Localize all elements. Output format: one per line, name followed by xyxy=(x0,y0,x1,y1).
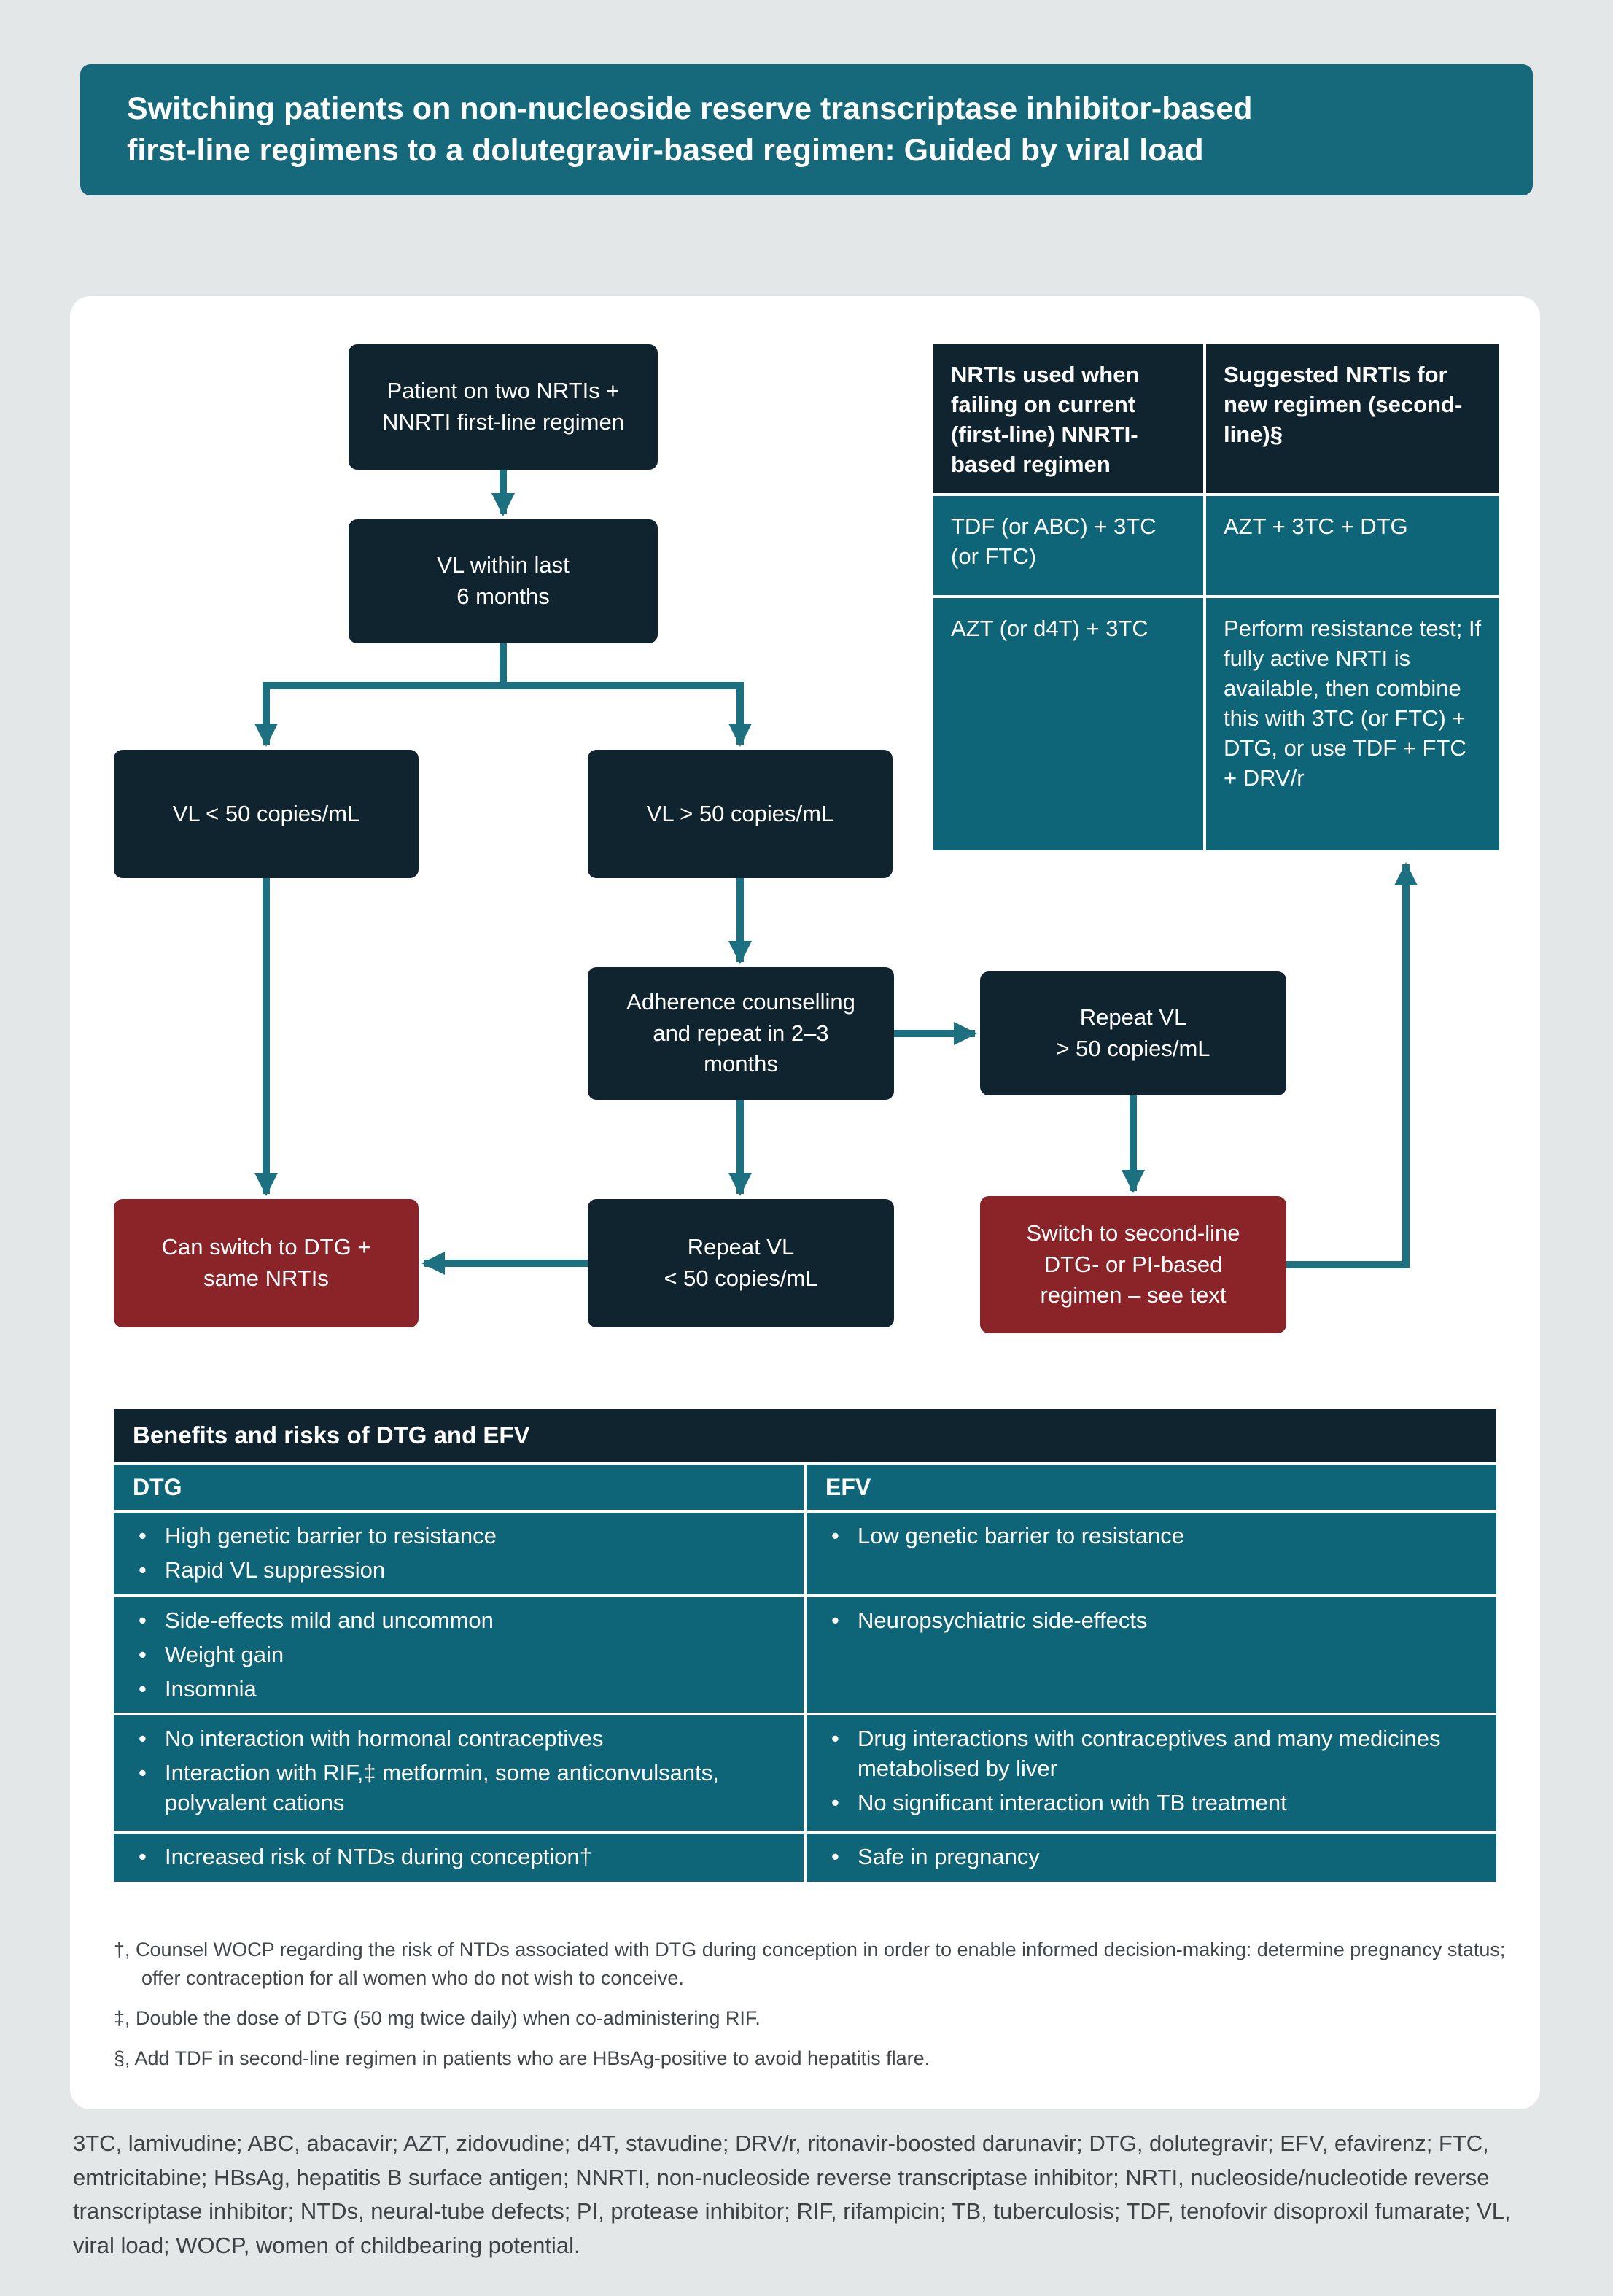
benefits-risks-table: Benefits and risks of DTG and EFV DTG EF… xyxy=(114,1409,1496,1882)
benefits-cell-efv-row2: Neuropsychiatric side-effects xyxy=(806,1597,1496,1713)
nrti-table-header-suggested: Suggested NRTIs for new regimen (second-… xyxy=(1206,344,1499,493)
nrti-table-cell: AZT + 3TC + DTG xyxy=(1206,496,1499,595)
flow-node-repeat-vl-over-50: Repeat VL > 50 copies/mL xyxy=(980,971,1286,1095)
content-card: Patient on two NRTIs + NNRTI first-line … xyxy=(70,296,1540,2109)
benefits-cell-dtg-row1: High genetic barrier to resistance Rapid… xyxy=(114,1513,804,1594)
bullet-item: Increased risk of NTDs during conception… xyxy=(133,1842,786,1872)
benefits-cell-efv-row3: Drug interactions with contraceptives an… xyxy=(806,1715,1496,1831)
nrti-table-cell: AZT (or d4T) + 3TC xyxy=(933,598,1203,850)
flow-node-adherence-counselling: Adherence counselling and repeat in 2–3 … xyxy=(588,967,894,1100)
benefits-cell-dtg-row2: Side-effects mild and uncommon Weight ga… xyxy=(114,1597,804,1713)
bullet-item: Low genetic barrier to resistance xyxy=(825,1521,1479,1551)
benefits-cell-dtg-row3: No interaction with hormonal contracepti… xyxy=(114,1715,804,1831)
bullet-item: No interaction with hormonal contracepti… xyxy=(133,1724,786,1754)
page-title: Switching patients on non-nucleoside res… xyxy=(127,91,1253,168)
bullet-item: Weight gain xyxy=(133,1640,786,1670)
footnotes: †, Counsel WOCP regarding the risk of NT… xyxy=(114,1936,1507,2085)
bullet-item: Safe in pregnancy xyxy=(825,1842,1479,1872)
flow-node-vl-under-50: VL < 50 copies/mL xyxy=(114,750,419,878)
footnote-dagger: †, Counsel WOCP regarding the risk of NT… xyxy=(114,1939,1506,1990)
benefits-column-header-dtg: DTG xyxy=(114,1465,804,1510)
flow-node-vl-over-50: VL > 50 copies/mL xyxy=(588,750,893,878)
flow-node-patient: Patient on two NRTIs + NNRTI first-line … xyxy=(349,344,658,470)
bullet-item: Rapid VL suppression xyxy=(133,1556,786,1586)
flow-node-vl-within-6-months: VL within last 6 months xyxy=(349,519,658,643)
bullet-item: Neuropsychiatric side-effects xyxy=(825,1606,1479,1636)
nrti-table-cell: Perform resistance test; If fully active… xyxy=(1206,598,1499,850)
title-banner: Switching patients on non-nucleoside res… xyxy=(80,64,1533,195)
flow-node-switch-second-line: Switch to second-line DTG- or PI-based r… xyxy=(980,1196,1286,1333)
nrti-table-cell: TDF (or ABC) + 3TC (or FTC) xyxy=(933,496,1203,595)
bullet-item: No significant interaction with TB treat… xyxy=(825,1788,1479,1818)
bullet-item: Insomnia xyxy=(133,1675,786,1704)
footnote-section: §, Add TDF in second-line regimen in pat… xyxy=(114,2047,930,2070)
arrow-vl6-split-stem xyxy=(263,643,744,689)
benefits-column-header-efv: EFV xyxy=(806,1465,1496,1510)
flow-node-can-switch-dtg: Can switch to DTG + same NRTIs xyxy=(114,1199,419,1327)
bullet-item: Drug interactions with contraceptives an… xyxy=(825,1724,1479,1784)
benefits-cell-efv-row1: Low genetic barrier to resistance xyxy=(806,1513,1496,1594)
footnote-double-dagger: ‡, Double the dose of DTG (50 mg twice d… xyxy=(114,2007,761,2030)
benefits-table-title: Benefits and risks of DTG and EFV xyxy=(114,1409,1496,1462)
nrti-table: NRTIs used when failing on current (firs… xyxy=(933,344,1499,850)
arrow-switch-to-nrti-table xyxy=(1286,862,1418,1268)
bullet-item: Interaction with RIF,‡ metformin, some a… xyxy=(133,1758,786,1818)
benefits-cell-efv-row4: Safe in pregnancy xyxy=(806,1834,1496,1882)
bullet-item: Side-effects mild and uncommon xyxy=(133,1606,786,1636)
nrti-table-header-failing: NRTIs used when failing on current (firs… xyxy=(933,344,1203,493)
benefits-table-grid: DTG EFV High genetic barrier to resistan… xyxy=(114,1465,1496,1882)
bullet-item: High genetic barrier to resistance xyxy=(133,1521,786,1551)
flow-node-repeat-vl-under-50: Repeat VL < 50 copies/mL xyxy=(588,1199,894,1327)
abbreviations-legend: 3TC, lamivudine; ABC, abacavir; AZT, zid… xyxy=(73,2130,1511,2258)
benefits-cell-dtg-row4: Increased risk of NTDs during conception… xyxy=(114,1834,804,1882)
